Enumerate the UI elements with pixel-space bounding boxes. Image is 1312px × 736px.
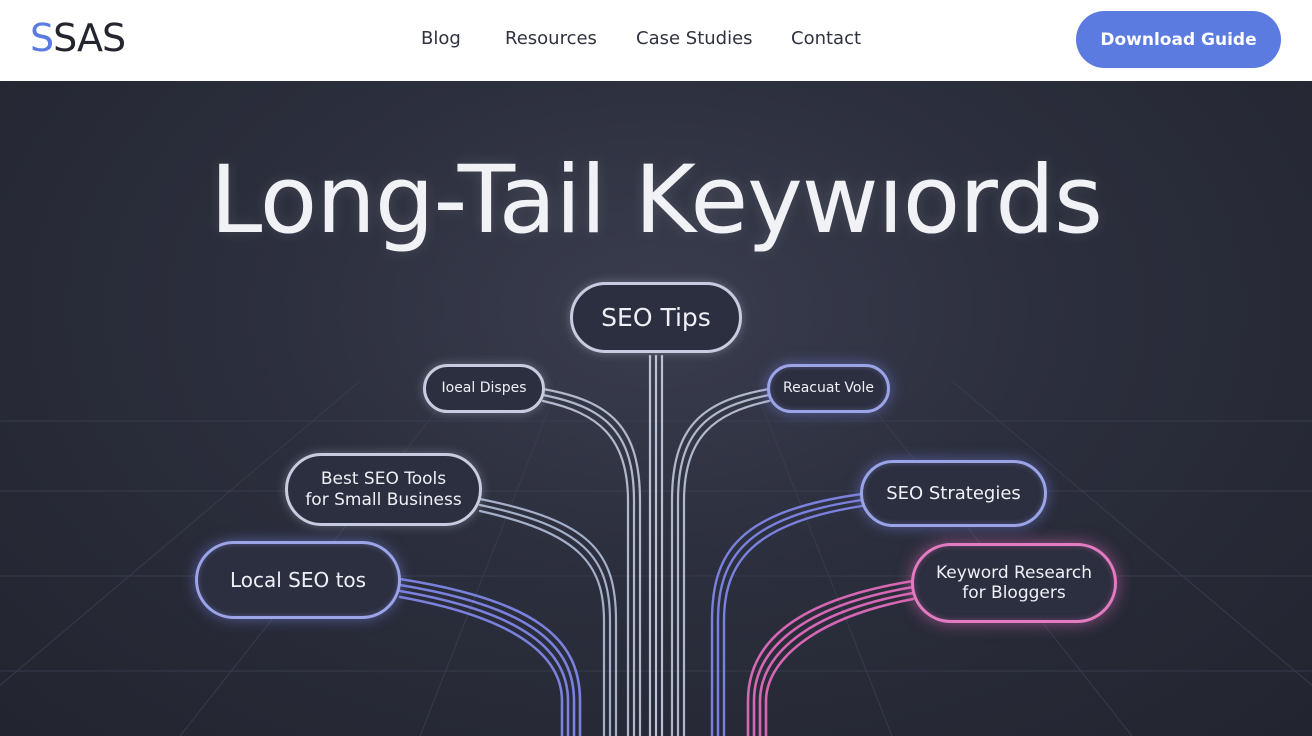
nav-link-resources[interactable]: Resources: [505, 28, 597, 49]
keyword-node-label: SEO Strategies: [886, 482, 1021, 504]
keyword-node-local-seo[interactable]: Local SEO tos: [195, 541, 401, 619]
keyword-node-best-seo-tools[interactable]: Best SEO Tools for Small Business: [285, 453, 482, 526]
keyword-node-seo-tips[interactable]: SEO Tips: [570, 282, 742, 353]
keyword-node-reacuat-vole[interactable]: Reacuat Vole: [767, 364, 890, 413]
logo-text: SAS: [53, 16, 126, 60]
keyword-node-label: Ioeal Dispes: [441, 380, 527, 397]
keyword-node-label-line1: Keyword Research: [936, 562, 1092, 583]
keyword-node-label: Reacuat Vole: [783, 380, 874, 397]
hero-headline: Long-Tail Keywıords: [210, 146, 1103, 255]
keyword-node-seo-strategies[interactable]: SEO Strategies: [860, 460, 1047, 527]
keyword-node-label: Local SEO tos: [229, 568, 367, 592]
top-navigation-bar: SSAS Blog Resources Case Studies Contact…: [0, 0, 1312, 81]
keyword-node-local-dispes[interactable]: Ioeal Dispes: [423, 364, 545, 413]
keyword-node-label-line2: for Bloggers: [962, 583, 1066, 603]
download-guide-button[interactable]: Download Guide: [1076, 11, 1281, 68]
nav-link-contact[interactable]: Contact: [791, 28, 862, 49]
keyword-node-label: SEO Tips: [601, 302, 711, 332]
main-nav: Blog Resources Case Studies Contact: [0, 0, 1312, 81]
keyword-connector-lines: [398, 354, 915, 736]
site-logo[interactable]: SSAS: [30, 16, 126, 60]
logo-accent-letter: S: [30, 16, 54, 60]
hero-banner: Long-Tail Keywıords: [0, 81, 1312, 736]
nav-link-case-studies[interactable]: Case Studies: [636, 28, 753, 49]
keyword-node-keyword-research[interactable]: Keyword Research for Bloggers: [911, 543, 1117, 623]
nav-link-blog[interactable]: Blog: [421, 28, 461, 49]
keyword-node-label-line1: Best SEO Tools: [320, 469, 447, 490]
keyword-node-label-line2: for Small Business: [305, 489, 462, 510]
